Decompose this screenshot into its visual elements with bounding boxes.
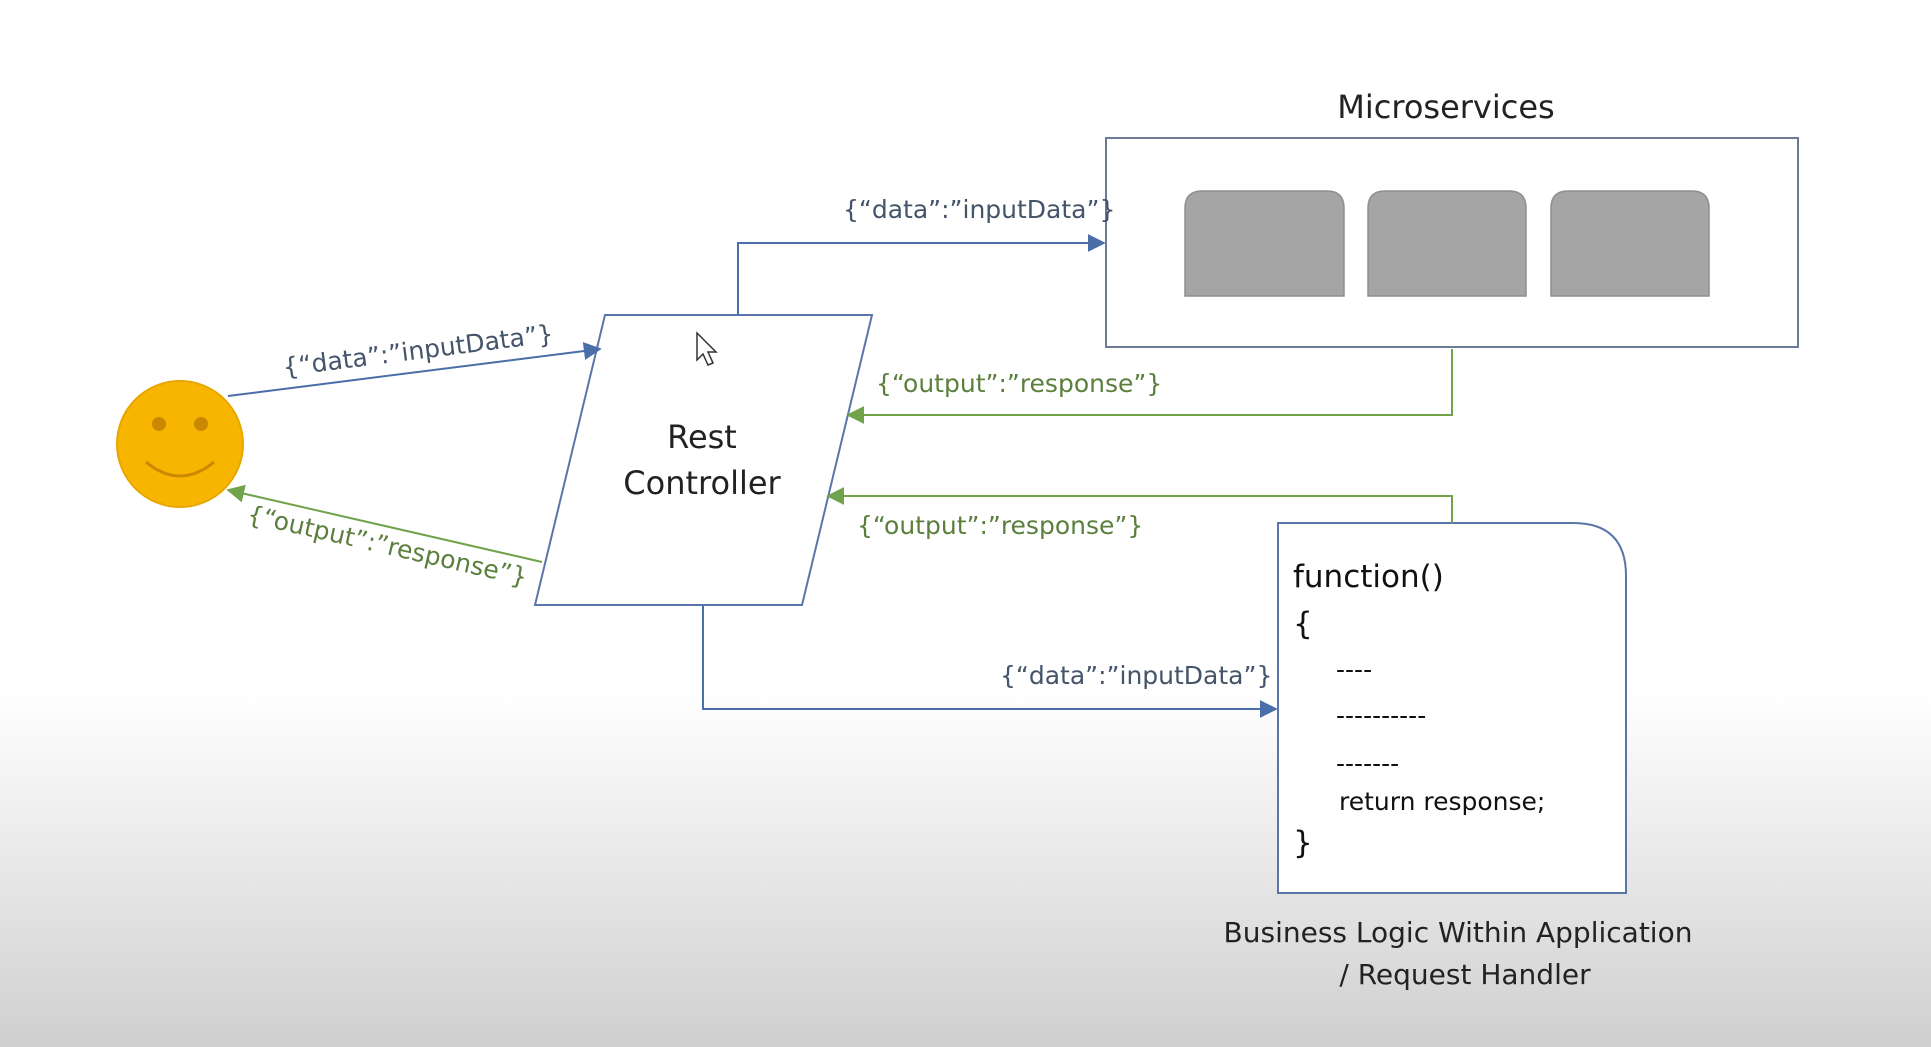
function-line-4: ---------- <box>1336 701 1426 730</box>
arrow-controller-to-user <box>226 484 543 563</box>
rest-controller-shape <box>533 314 874 606</box>
function-line-3: ---- <box>1336 655 1372 684</box>
caption-line-1: Business Logic Within Application <box>1224 916 1693 949</box>
function-line-2: { <box>1293 606 1313 642</box>
caption-line-2: / Request Handler <box>1339 958 1591 991</box>
label-controller-to-microservices: {“data”:”inputData”} <box>843 195 1115 224</box>
arrow-user-to-controller <box>227 342 602 397</box>
microservices-title: Microservices <box>1337 88 1554 126</box>
arrow-function-to-controller <box>826 487 1453 523</box>
microservice-block-3 <box>1550 190 1710 297</box>
rest-controller-label-line1: Rest <box>667 418 737 456</box>
function-line-6: return response; <box>1339 787 1545 816</box>
function-box <box>1277 522 1627 894</box>
label-function-to-controller: {“output”:”response”} <box>857 511 1143 540</box>
user-smiley-icon <box>116 380 244 508</box>
label-microservices-to-controller: {“output”:”response”} <box>876 369 1162 398</box>
mouse-cursor-icon <box>696 331 718 366</box>
label-controller-to-user: {“output”:”response”} <box>245 500 530 592</box>
function-line-7: } <box>1293 825 1313 861</box>
rest-controller-label-line2: Controller <box>623 464 781 502</box>
arrow-controller-to-microservices <box>737 234 1106 315</box>
arrow-microservices-to-controller <box>846 349 1453 424</box>
function-line-1: function() <box>1293 559 1444 595</box>
microservice-block-2 <box>1367 190 1527 297</box>
arrow-controller-to-function <box>702 605 1278 718</box>
label-controller-to-function: {“data”:”inputData”} <box>1000 661 1272 690</box>
microservice-block-1 <box>1184 190 1345 297</box>
function-line-5: ------- <box>1336 749 1399 778</box>
